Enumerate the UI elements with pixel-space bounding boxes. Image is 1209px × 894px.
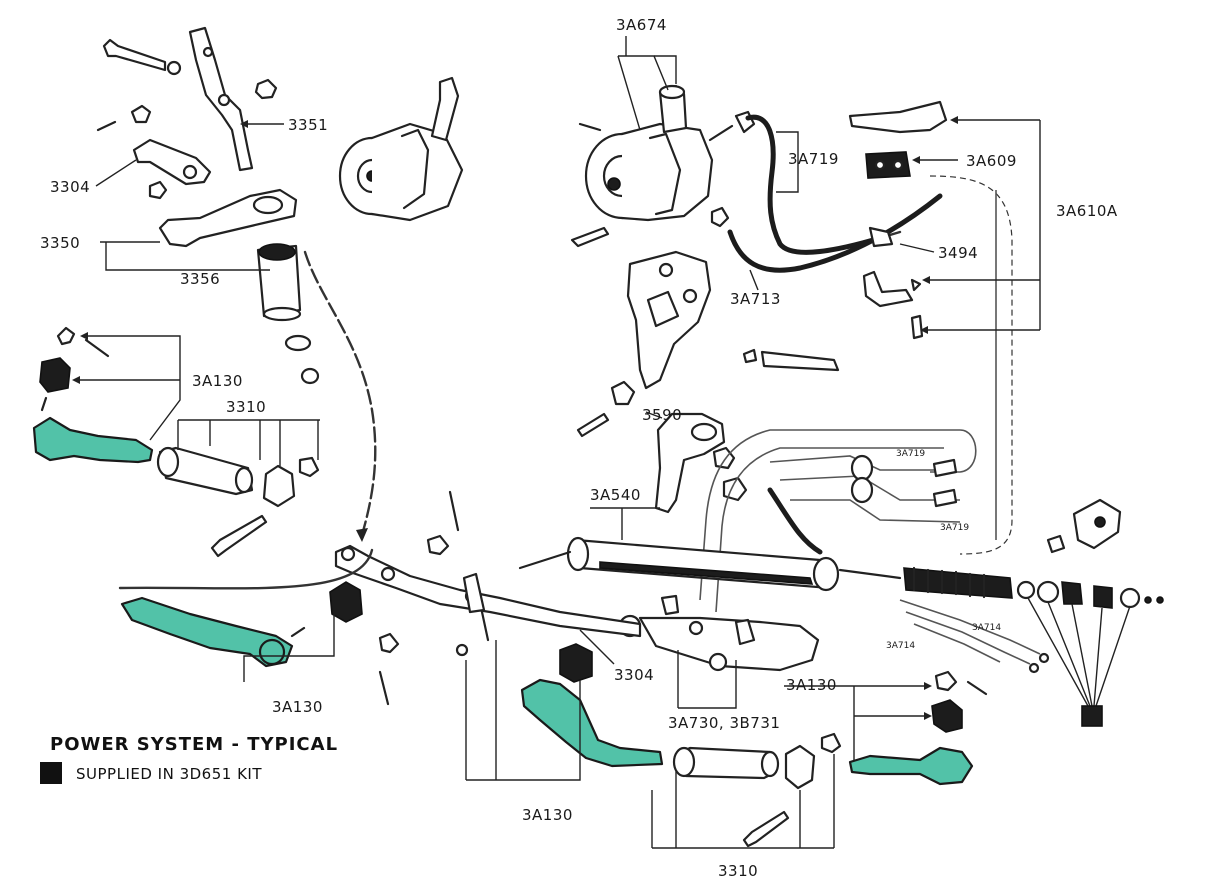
label-3a713: 3A713 [730,290,781,308]
hydraulic-tubes [699,175,1013,613]
idler-bracket-group [96,26,320,385]
hose-bracket-group [848,100,948,340]
label-3a130-bottom-left: 3A130 [272,698,323,716]
label-3a719: 3A719 [788,150,839,168]
tie-rod-sleeve-bottom [672,732,842,848]
tie-rod-end-left-upper [32,326,154,464]
caption-title: POWER SYSTEM - TYPICAL [50,734,338,755]
label-3a714-b: 3A714 [886,641,915,651]
cylinder-hoses [899,599,1050,674]
label-3a719-small-1: 3A719 [896,449,925,459]
label-3310-bottom: 3310 [718,862,758,880]
label-3494: 3494 [938,244,978,262]
power-cylinder [518,498,1164,727]
label-3350: 3350 [40,234,80,252]
label-3a609: 3A609 [966,152,1017,170]
label-3a719-small-2: 3A719 [940,523,969,533]
tie-rod-sleeve-left [156,446,320,558]
label-3590: 3590 [642,406,682,424]
label-3304-mid: 3304 [614,666,654,684]
label-3a610a: 3A610A [1056,202,1118,220]
label-3310-left: 3310 [226,398,266,416]
label-3a130-bottom-mid: 3A130 [522,806,573,824]
tie-rod-end-bottom-left [120,581,363,668]
label-3a130-right: 3A130 [786,676,837,694]
label-3351: 3351 [288,116,328,134]
center-small-parts [378,490,490,706]
dashed-guide-curve [303,250,377,537]
power-steering-pump [570,84,756,248]
part-labels: 3351 3304 3350 3356 3A130 3310 3A674 3A7… [40,16,1118,880]
label-3a540: 3A540 [590,486,641,504]
legend-marker [40,762,62,784]
label-3a714-a: 3A714 [972,623,1001,633]
legend-text: SUPPLIED IN 3D651 KIT [76,765,262,783]
tie-rod-end-bottom-center [455,643,664,768]
label-3304-top: 3304 [50,178,90,196]
tie-rod-end-bottom-right [848,670,988,786]
pump-hoses [727,114,943,273]
label-3a674: 3A674 [616,16,667,34]
pump-pulley [338,76,464,222]
label-3a130-left: 3A130 [192,372,243,390]
steering-gear-valve [576,250,840,514]
center-link [118,544,642,638]
leader-lines [72,36,1041,849]
caption: POWER SYSTEM - TYPICAL SUPPLIED IN 3D651… [40,734,338,784]
label-3356: 3356 [180,270,220,288]
control-valve [618,594,820,672]
label-3a730-3b731: 3A730, 3B731 [668,714,780,732]
